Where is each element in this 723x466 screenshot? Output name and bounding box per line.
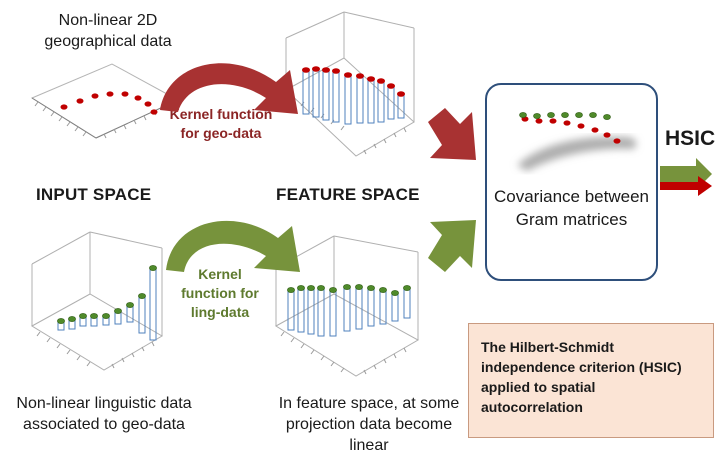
geo-kernel-label: Kernel function for geo-data — [169, 106, 273, 141]
geo-to-covariance-arrow — [428, 108, 476, 160]
hsic-description-box: The Hilbert-Schmidt independence criteri… — [468, 323, 714, 438]
covariance-graphic — [517, 112, 637, 171]
geo-kernel-arrow — [160, 63, 298, 114]
ling-input-points — [57, 265, 157, 324]
ling-kernel-label: Kernel function for ling-data — [181, 266, 259, 320]
geo-input-plot — [30, 63, 180, 139]
geo-feature-cube — [285, 11, 415, 157]
projection-caption: In feature space, at some projection dat… — [278, 395, 460, 454]
geo-data-caption: Non-linear 2D geographical data — [44, 12, 172, 50]
hsic-description: The Hilbert-Schmidt independence criteri… — [481, 339, 682, 415]
geo-feature-points — [302, 66, 405, 97]
covariance-text: Covariance between Gram matrices — [494, 187, 649, 229]
ling-to-covariance-arrow — [428, 220, 476, 272]
geo-feature-bars — [302, 68, 405, 125]
feature-space-heading: FEATURE SPACE — [276, 185, 420, 204]
ling-feature-cube — [275, 235, 420, 377]
hsic-label: HSIC — [665, 127, 716, 150]
covariance-green-points — [519, 112, 611, 120]
ling-data-caption: Non-linear linguistic data associated to… — [16, 395, 192, 433]
covariance-box: Covariance between Gram matrices — [485, 83, 658, 281]
covariance-red-points — [521, 116, 621, 144]
ling-kernel-arrow — [166, 220, 300, 272]
covariance-shadow — [517, 136, 637, 171]
ling-feature-points — [287, 284, 411, 296]
geo-input-points — [60, 91, 158, 115]
input-space-heading: INPUT SPACE — [36, 185, 152, 204]
ling-input-cube — [31, 231, 163, 371]
